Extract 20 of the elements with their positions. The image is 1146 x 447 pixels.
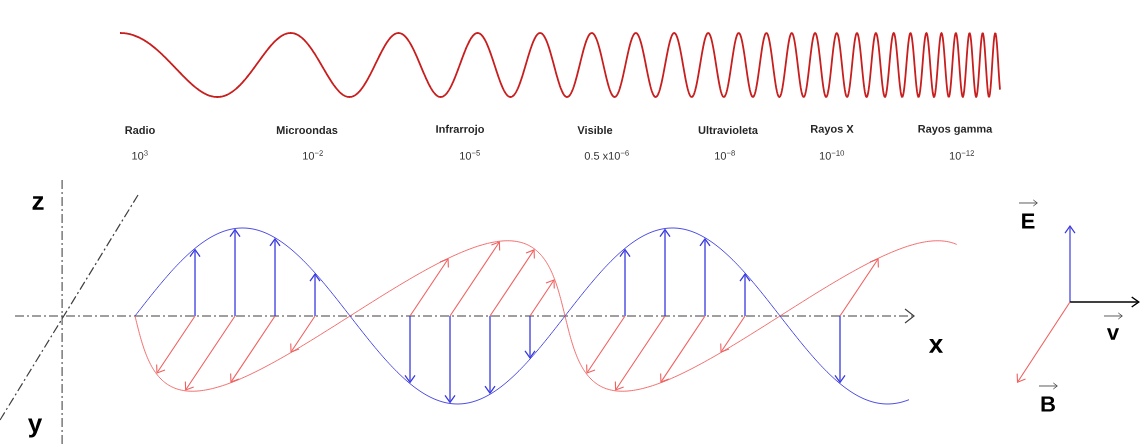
wavelength-label: 0.5 x10$^{−6}$ <box>584 150 629 160</box>
wavelength-label: 10$^{3}$ <box>132 150 148 160</box>
band-label: Radio <box>125 125 155 135</box>
axis-label: z <box>32 196 44 210</box>
band-label: Rayos X <box>811 125 854 135</box>
wavelength-label: 10$^{−8}$ <box>715 150 735 160</box>
band-label: Infrarrojo <box>436 124 484 136</box>
wavelength-label: 10$^{−12}$ <box>949 150 974 160</box>
vector-label: v <box>1106 328 1119 340</box>
vector-label: E <box>1022 213 1035 229</box>
vector-label: B <box>1041 396 1055 412</box>
band-label: Ultravioleta <box>698 125 758 135</box>
band-label: Rayos gamma <box>918 125 993 135</box>
axis-label: x <box>928 339 944 353</box>
wavelength-label: 10$^{−5}$ <box>460 150 480 160</box>
band-label: Visible <box>577 125 613 135</box>
band-label: Microondas <box>276 125 338 135</box>
axis-label: y <box>28 418 43 438</box>
wavelength-label: 10$^{−2}$ <box>303 150 323 160</box>
wavelength-label: 10$^{−10}$ <box>819 150 845 160</box>
